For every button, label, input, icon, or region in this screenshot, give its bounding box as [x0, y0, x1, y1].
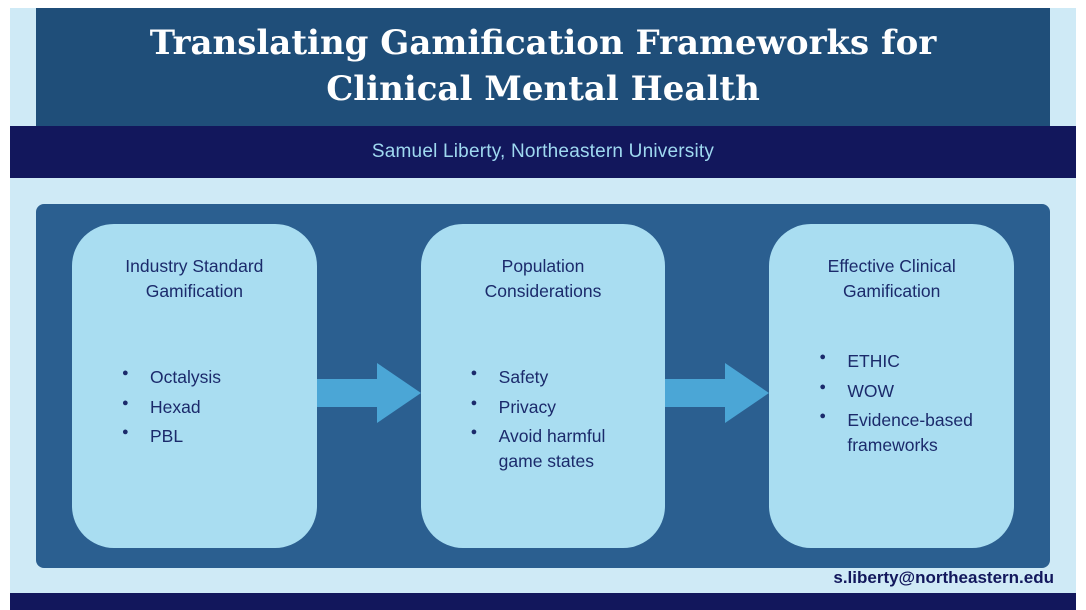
- author-subtitle: Samuel Liberty, Northeastern University: [371, 141, 715, 162]
- page-title: Translating Gamification Frameworks for …: [149, 23, 937, 109]
- slide: Translating Gamification Frameworks for …: [10, 8, 1076, 610]
- arrow-head: [376, 363, 421, 423]
- bullet-item: ETHIC: [815, 349, 992, 374]
- card-heading: Industry Standard Gamification: [125, 256, 264, 301]
- bullet-item: Avoid harmful game states: [467, 424, 644, 473]
- title-band: Translating Gamification Frameworks for …: [36, 8, 1050, 126]
- bullet-list: Safety Privacy Avoid harmful game states: [443, 365, 644, 478]
- arrow-body: [316, 379, 377, 407]
- bullet-item: PBL: [118, 424, 295, 449]
- contact-email: s.liberty@northeastern.edu: [833, 568, 1054, 587]
- bullet-list: ETHIC WOW Evidence-based frameworks: [791, 349, 992, 462]
- arrow-head: [725, 363, 770, 423]
- arrow-right-icon: [316, 363, 421, 423]
- flow-card-effective-clinical: Effective Clinical Gamification ETHIC WO…: [769, 224, 1015, 548]
- bottom-bar: [10, 593, 1076, 610]
- flow-card-population-considerations: Population Considerations Safety Privacy…: [420, 224, 666, 548]
- card-heading: Population Considerations: [484, 256, 602, 301]
- bullet-list: Octalysis Hexad PBL: [94, 365, 295, 454]
- bullet-item: Hexad: [118, 395, 295, 420]
- bullet-item: Octalysis: [118, 365, 295, 390]
- flow-diagram-panel: Industry Standard Gamification Octalysis…: [36, 204, 1050, 568]
- arrow-right-icon: [665, 363, 770, 423]
- bullet-item: Privacy: [467, 395, 644, 420]
- subtitle-band: Samuel Liberty, Northeastern University: [10, 126, 1076, 178]
- card-heading: Effective Clinical Gamification: [827, 256, 956, 301]
- bullet-item: Evidence-based frameworks: [815, 408, 992, 457]
- flow-card-industry-standard: Industry Standard Gamification Octalysis…: [72, 224, 317, 548]
- bullet-item: WOW: [815, 379, 992, 404]
- arrow-body: [665, 379, 726, 407]
- bullet-item: Safety: [467, 365, 644, 390]
